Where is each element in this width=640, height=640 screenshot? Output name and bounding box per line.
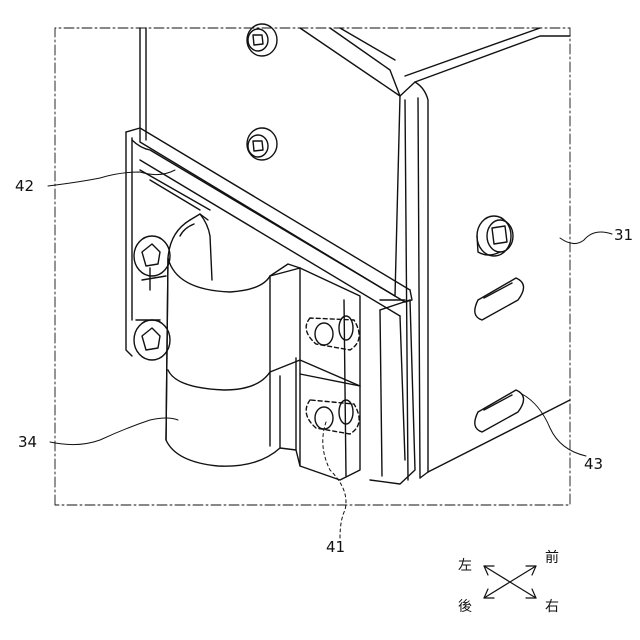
left-bolt-upper	[134, 236, 170, 290]
plate-bolt-lower	[247, 128, 277, 160]
ref-label-42: 42	[15, 177, 34, 195]
ref-label-34: 34	[18, 433, 37, 451]
clamp-hole-upper	[306, 316, 359, 350]
plate-bolt-upper	[247, 24, 277, 56]
ref-label-41: 41	[326, 538, 345, 556]
back-plate	[140, 24, 400, 296]
ref-label-43: 43	[584, 455, 603, 473]
ref-label-31: 31	[614, 226, 633, 244]
direction-left: 左	[458, 558, 472, 574]
body-31	[400, 28, 570, 480]
slot-upper	[475, 278, 524, 320]
direction-right: 右	[545, 599, 559, 615]
direction-front: 前	[545, 549, 559, 566]
left-bolt-lower	[134, 320, 170, 360]
clamp-hole-lower	[306, 400, 359, 434]
orientation-compass: 左 前 後 右	[458, 549, 559, 615]
body-bolt	[477, 216, 513, 256]
slot-lower-43	[475, 390, 524, 432]
direction-rear: 後	[458, 599, 472, 615]
